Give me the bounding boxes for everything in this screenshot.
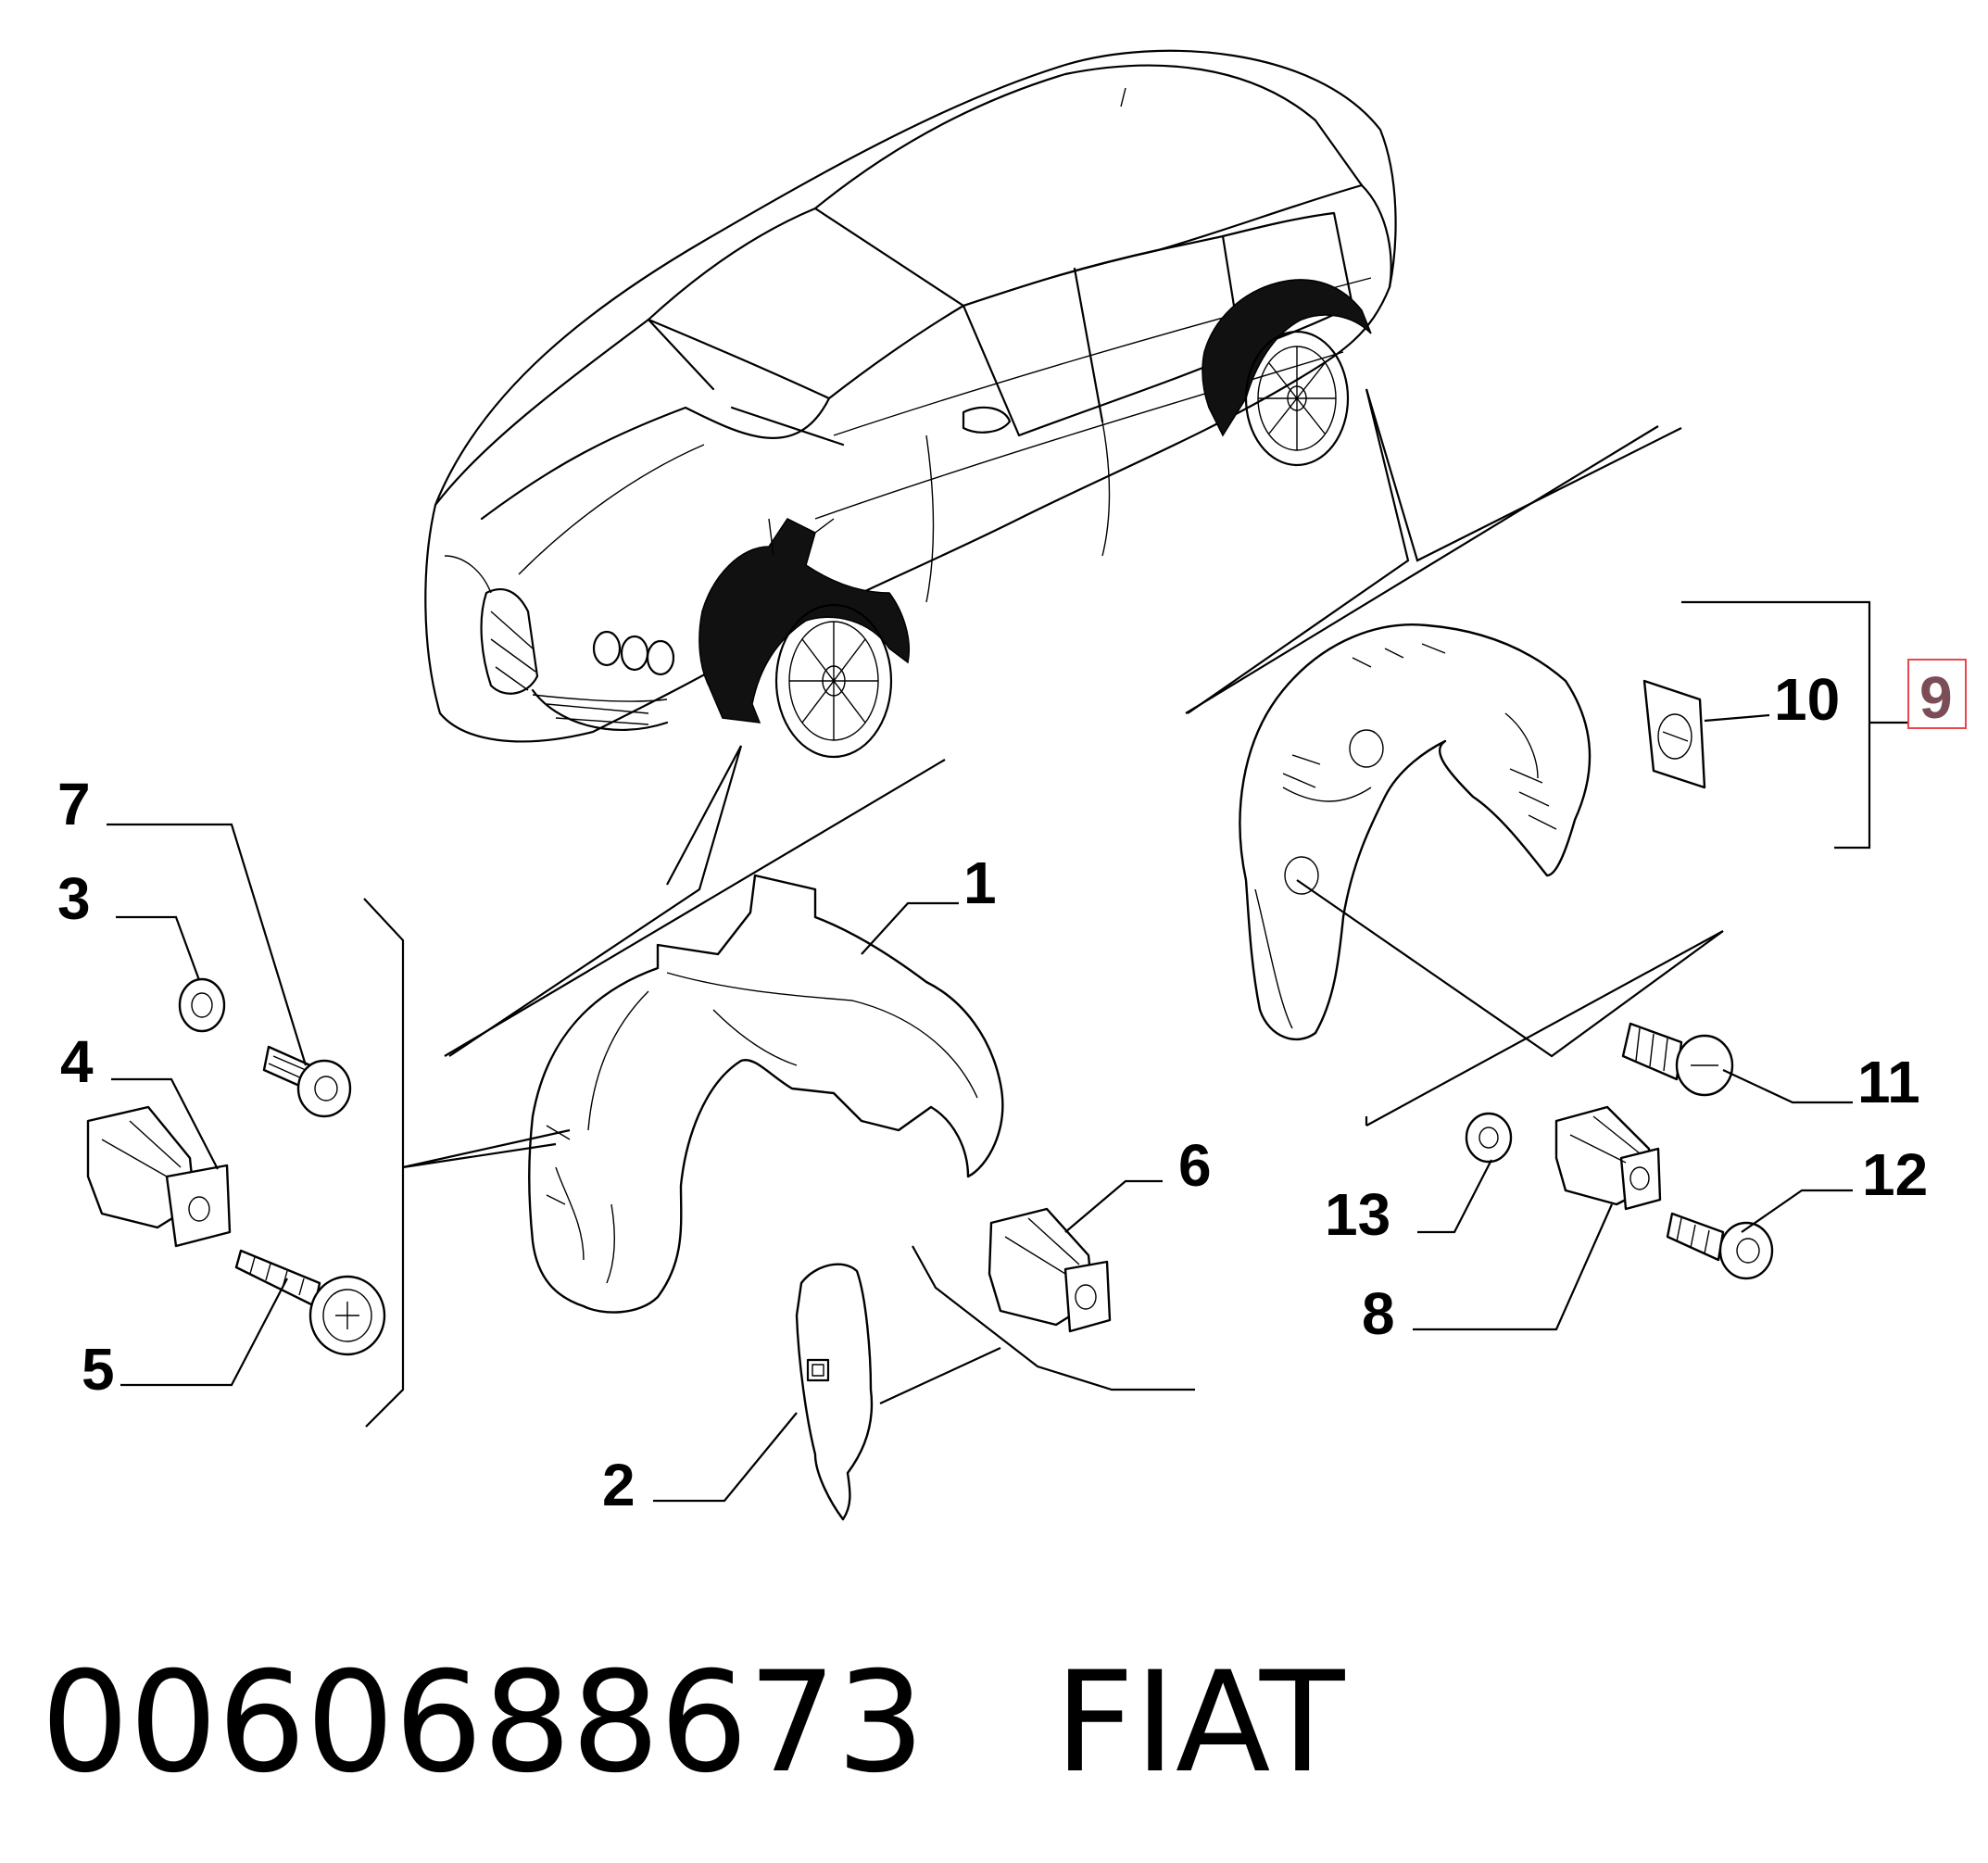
part-number: 0060688673 bbox=[41, 1643, 925, 1804]
part-1-front-liner bbox=[528, 874, 1004, 1314]
part-3-washer bbox=[178, 977, 226, 1033]
part-5-screw bbox=[234, 1249, 386, 1356]
part-11-screw bbox=[1621, 1022, 1734, 1097]
car-illustration bbox=[424, 49, 1397, 759]
callout-12: 12 bbox=[1862, 1141, 1928, 1208]
callout-13: 13 bbox=[1325, 1181, 1390, 1248]
callout-4: 4 bbox=[60, 1028, 94, 1095]
part-7-bolt bbox=[262, 1045, 352, 1118]
part-9-rear-liner bbox=[1239, 623, 1592, 1041]
callout-2: 2 bbox=[602, 1452, 635, 1518]
part-8-clip bbox=[1554, 1105, 1662, 1211]
callout-6: 6 bbox=[1178, 1132, 1212, 1199]
callout-10: 10 bbox=[1774, 666, 1840, 733]
part-2-strip bbox=[795, 1263, 874, 1521]
part-12-bolt bbox=[1666, 1212, 1774, 1280]
callout-11: 11 bbox=[1857, 1049, 1920, 1115]
part-10-clip bbox=[1642, 679, 1706, 789]
callout-9-highlight-box bbox=[1907, 659, 1967, 729]
left-group-bracket bbox=[363, 898, 405, 1428]
callout-5: 5 bbox=[82, 1336, 115, 1403]
part-6-clip bbox=[988, 1207, 1112, 1333]
callout-7: 7 bbox=[57, 771, 91, 837]
part-4-clip bbox=[86, 1105, 232, 1248]
callout-1: 1 bbox=[963, 850, 997, 916]
brand-name: FIAT bbox=[1054, 1643, 1345, 1804]
callout-3: 3 bbox=[57, 865, 91, 932]
car-to-parts-leaders bbox=[448, 388, 1682, 1057]
part-footer: 0060688673 FIAT bbox=[41, 1630, 1949, 1816]
callout-8: 8 bbox=[1362, 1280, 1395, 1347]
callout-9: 9 bbox=[1919, 664, 1953, 731]
frame-line bbox=[444, 759, 946, 1057]
part-13-nut bbox=[1465, 1112, 1513, 1164]
